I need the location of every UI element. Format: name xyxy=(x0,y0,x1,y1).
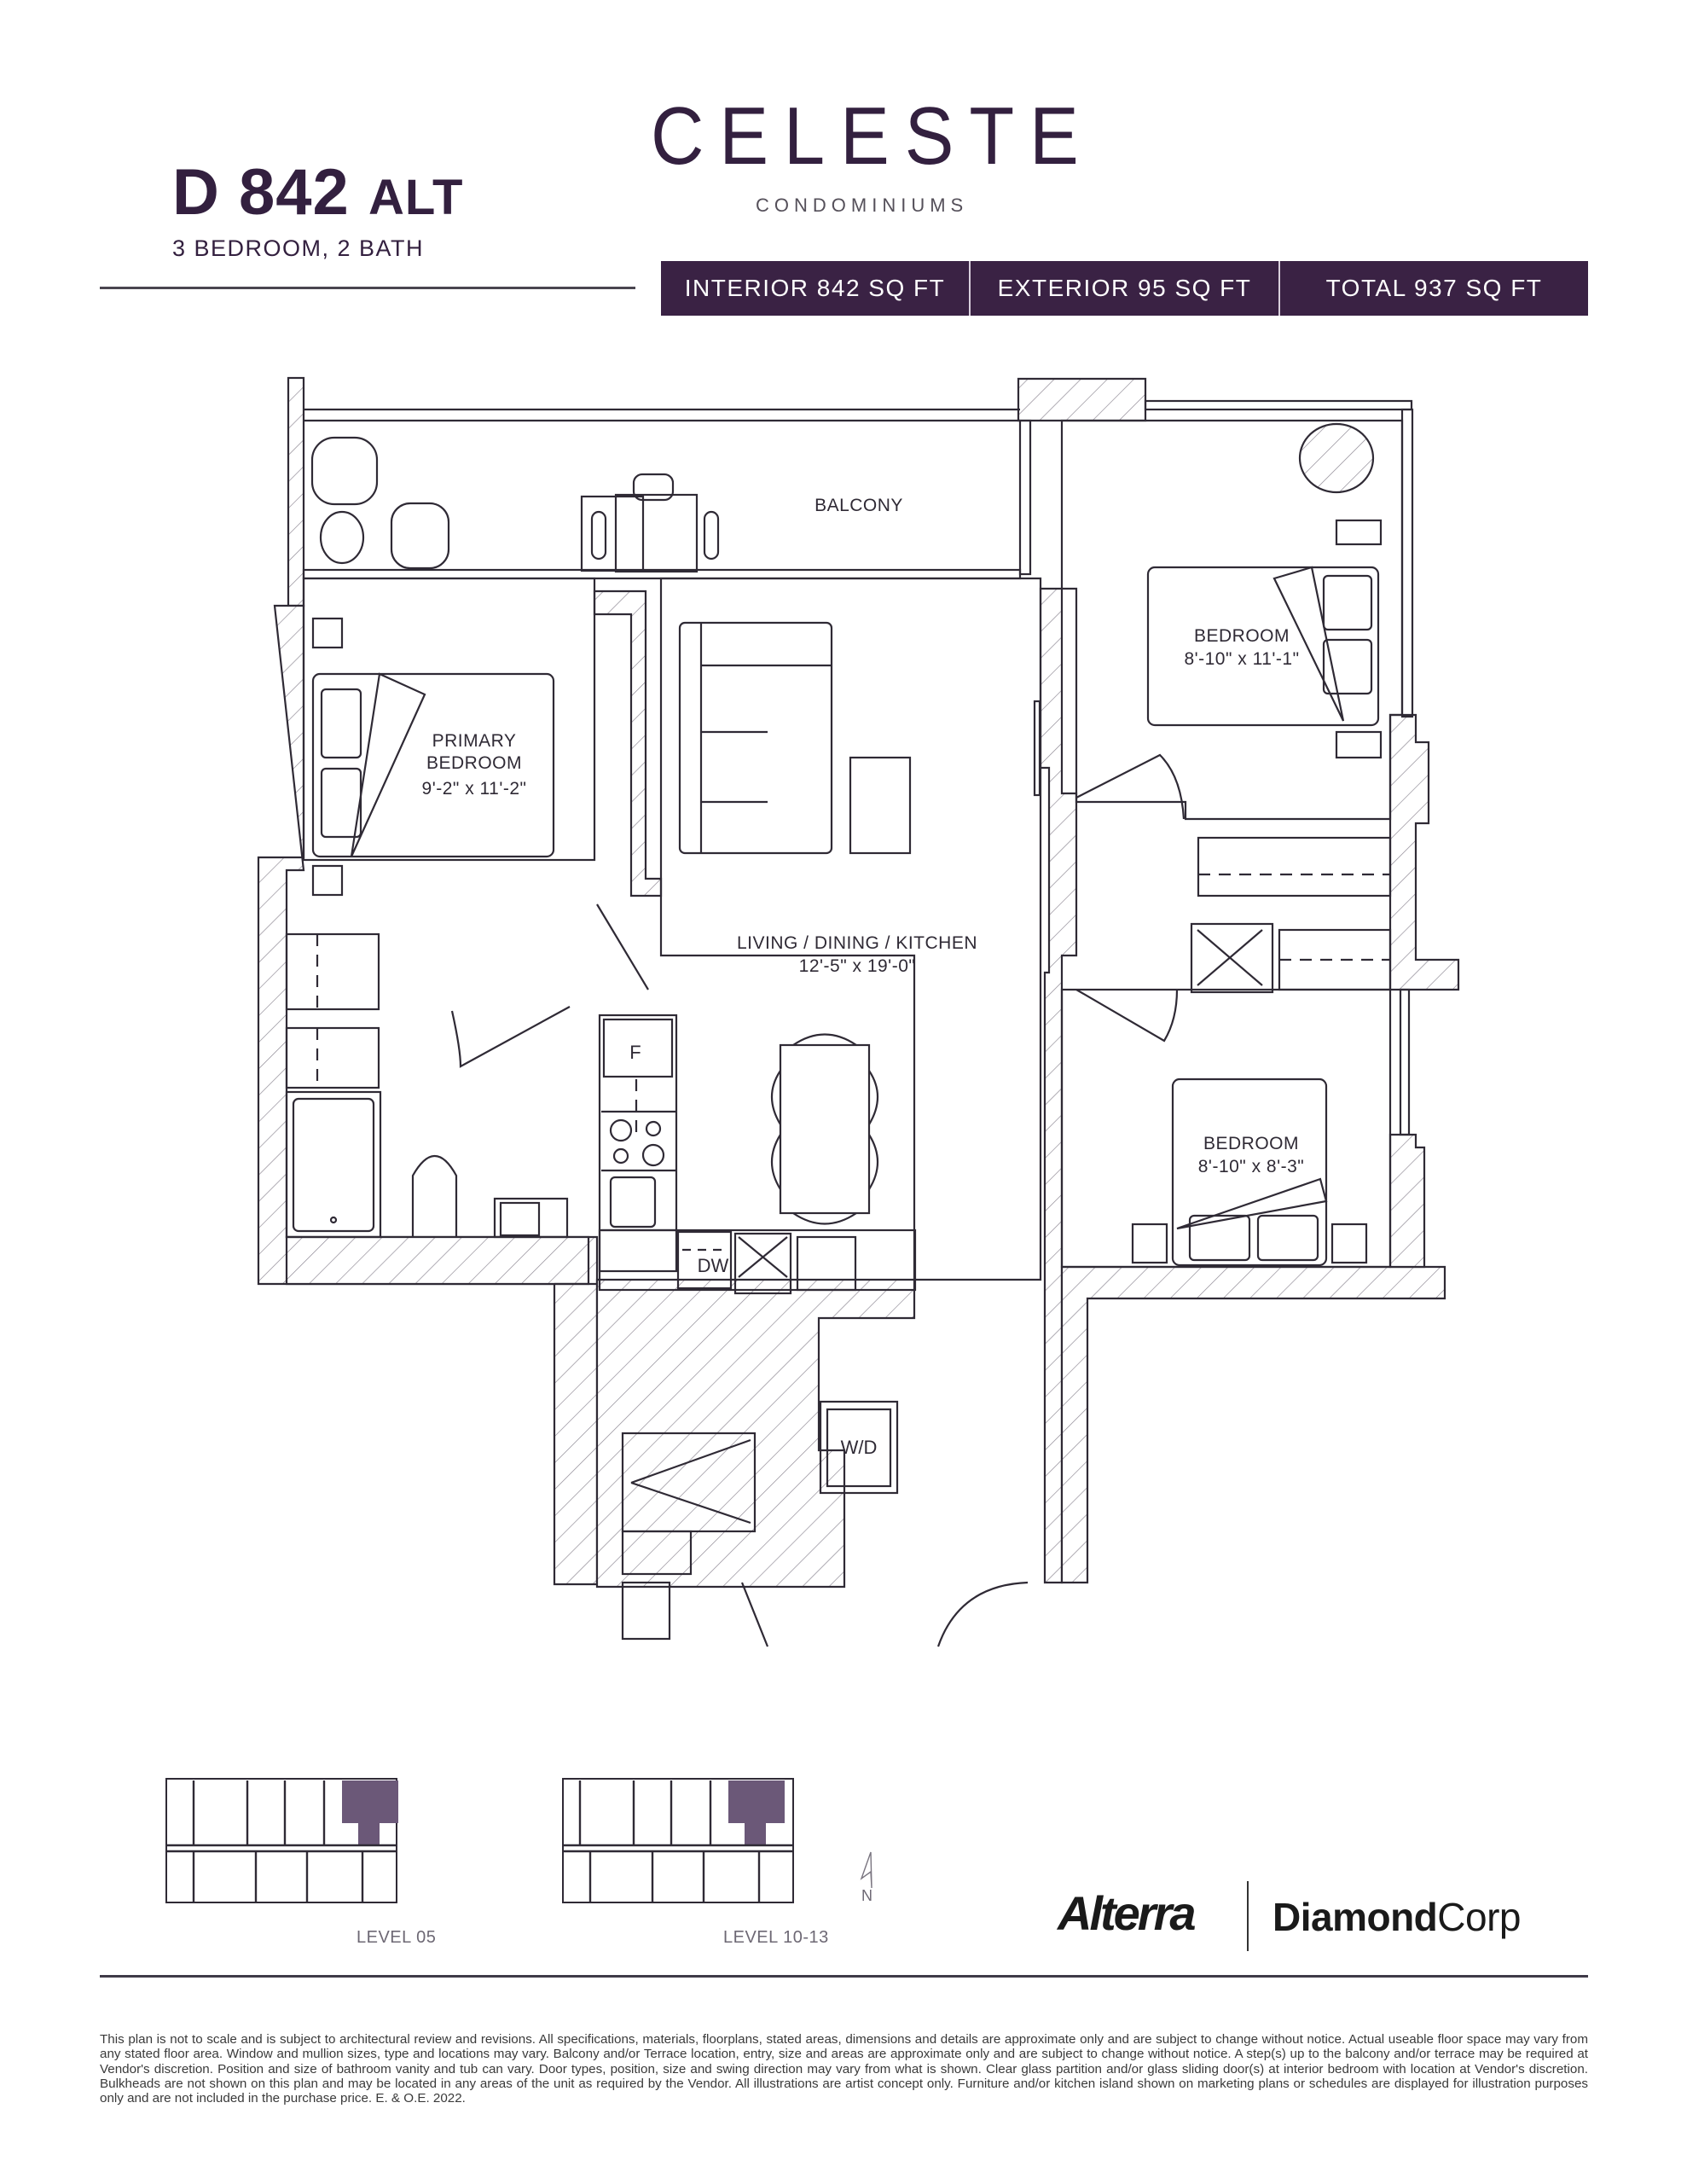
header-divider xyxy=(100,287,635,289)
fridge-label: F xyxy=(629,1042,641,1063)
total-area: TOTAL 937 SQ FT xyxy=(1325,275,1543,301)
alterra-logo: Alterra xyxy=(1058,1886,1197,1940)
unit-type: 3 BEDROOM, 2 BATH xyxy=(172,235,425,261)
room-dims-living: 12'-5" x 19'-0" xyxy=(798,956,916,976)
room-label-primary-bedroom: PRIMARY BEDROOM xyxy=(426,731,523,774)
north-label: N xyxy=(861,1887,873,1904)
room-dims-bedroom-2: 8'-10" x 11'-1" xyxy=(1184,649,1300,669)
keyplan-label-level-10-13: LEVEL 10-13 xyxy=(723,1928,829,1947)
diamondcorp-logo-bold: Diamond xyxy=(1272,1895,1438,1939)
unit-title: D 842 ALT xyxy=(172,160,463,225)
room-label-living: LIVING / DINING / KITCHEN xyxy=(736,933,978,953)
interior-area: INTERIOR 842 SQ FT xyxy=(661,261,971,316)
brand-logo: CELESTE xyxy=(651,90,1094,182)
washer-dryer-label: W/D xyxy=(840,1437,878,1458)
exterior-area: EXTERIOR 95 SQ FT xyxy=(971,261,1280,316)
room-label-balcony: BALCONY xyxy=(815,496,903,515)
diamondcorp-logo-light: Corp xyxy=(1437,1895,1521,1939)
footer-divider xyxy=(100,1975,1588,1978)
room-dims-primary-bedroom: 9'-2" x 11'-2" xyxy=(421,779,527,799)
unit-suffix: ALT xyxy=(368,170,464,225)
unit-code: D 842 xyxy=(172,156,350,229)
disclaimer-text: This plan is not to scale and is subject… xyxy=(100,2032,1588,2106)
diamondcorp-logo: DiamondCorp xyxy=(1272,1894,1521,1940)
area-summary-bar: INTERIOR 842 SQ FT EXTERIOR 95 SQ FT TOT… xyxy=(661,261,1588,316)
logo-divider xyxy=(1247,1881,1249,1951)
room-dims-bedroom-3: 8'-10" x 8'-3" xyxy=(1197,1157,1305,1176)
keyplan-label-level-05: LEVEL 05 xyxy=(357,1928,437,1947)
room-label-bedroom-3: BEDROOM xyxy=(1203,1134,1300,1153)
dishwasher-label: DW xyxy=(697,1255,729,1276)
north-arrow-icon xyxy=(860,1851,872,1889)
room-label-bedroom-2: BEDROOM xyxy=(1193,626,1290,646)
brand-subtitle: CONDOMINIUMS xyxy=(756,195,969,216)
